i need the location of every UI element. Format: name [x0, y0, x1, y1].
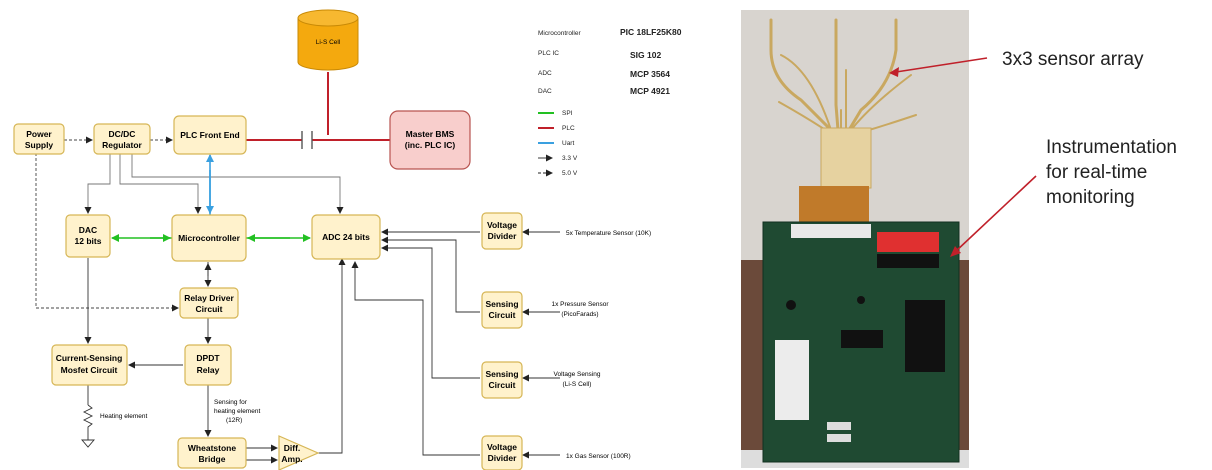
flex-connector-ribbon: [799, 186, 869, 226]
wire-sc2-adc: [382, 248, 480, 378]
legend-part-label: Microcontroller: [538, 30, 581, 37]
sensing-heating-label-3: (12R): [226, 417, 242, 424]
legend-part-label: ADC: [538, 70, 552, 77]
li-s-cell: Li-S Cell: [298, 10, 358, 70]
dcdc-regulator-block: DC/DC Regulator: [94, 124, 150, 154]
master-bms-block: Master BMS (inc. PLC IC): [390, 111, 470, 169]
svg-text:Wheatstone: Wheatstone: [188, 443, 236, 453]
svg-text:Power: Power: [26, 129, 52, 139]
wire-dcdc-adc: [132, 153, 340, 213]
dac-block: DAC 12 bits: [66, 215, 110, 257]
svg-text:Circuit: Circuit: [489, 380, 516, 390]
fpc-connector: [791, 224, 871, 238]
gas-sensor-label: 1x Gas Sensor (100R): [566, 453, 631, 460]
svg-text:ADC 24 bits: ADC 24 bits: [322, 232, 370, 242]
pressure-sensor-unit: (PicoFarads): [561, 311, 598, 318]
ground-symbol: [82, 440, 94, 447]
svg-text:DAC: DAC: [79, 225, 97, 235]
legend-line-label: 3.3 V: [562, 155, 578, 162]
svg-text:DC/DC: DC/DC: [109, 129, 136, 139]
svg-text:Divider: Divider: [488, 231, 518, 241]
dpdt-relay-block: DPDT Relay: [185, 345, 231, 385]
microcontroller-block: Microcontroller: [172, 215, 246, 261]
svg-text:(inc. PLC IC): (inc. PLC IC): [405, 140, 456, 150]
black-header: [877, 254, 939, 268]
relay-driver-block: Relay Driver Circuit: [180, 288, 238, 318]
li-s-cell-label: Li-S Cell: [316, 39, 341, 46]
svg-text:Current-Sensing: Current-Sensing: [56, 353, 123, 363]
temp-sensor-label: 5x Temperature Sensor (10K): [566, 230, 651, 237]
svg-text:Bridge: Bridge: [199, 454, 226, 464]
legend-part-value: MCP 3564: [630, 69, 670, 79]
legend-line-label: PLC: [562, 125, 575, 132]
legend-part-label: PLC IC: [538, 50, 559, 57]
voltage-divider-2-block: Voltage Divider: [482, 436, 522, 470]
svg-text:Relay: Relay: [197, 365, 220, 375]
legend: Microcontroller PIC 18LF25K80 PLC IC SIG…: [538, 27, 682, 177]
svg-text:Mosfet Circuit: Mosfet Circuit: [61, 365, 118, 375]
callout-sensor-array: 3x3 sensor array: [1002, 48, 1144, 72]
pressure-sensor-label: 1x Pressure Sensor: [551, 301, 609, 308]
svg-text:Amp.: Amp.: [281, 454, 302, 464]
svg-text:DPDT: DPDT: [196, 353, 220, 363]
svg-text:Sensing: Sensing: [485, 299, 518, 309]
wheatstone-bridge-block: Wheatstone Bridge: [178, 438, 246, 468]
callout-instrumentation-1: Instrumentation: [1046, 136, 1177, 160]
svg-text:Circuit: Circuit: [489, 310, 516, 320]
svg-text:Divider: Divider: [488, 453, 518, 463]
legend-line-label: 5.0 V: [562, 170, 578, 177]
voltage-sensing-target: (Li-S Cell): [563, 381, 592, 388]
power-supply-block: Power Supply: [14, 124, 64, 154]
heating-element-label: Heating element: [100, 413, 148, 420]
sensing-circuit-1-block: Sensing Circuit: [482, 292, 522, 328]
adc-block: ADC 24 bits: [312, 215, 380, 259]
svg-text:Regulator: Regulator: [102, 140, 142, 150]
sensing-heating-label-2: heating element: [214, 408, 260, 415]
svg-text:Master BMS: Master BMS: [406, 129, 455, 139]
wire-dcdc-dac: [88, 153, 110, 213]
svg-text:Voltage: Voltage: [487, 442, 517, 452]
legend-part-label: DAC: [538, 88, 552, 95]
svg-text:Circuit: Circuit: [196, 304, 223, 314]
svg-text:Relay Driver: Relay Driver: [184, 293, 234, 303]
block-diagram: Li-S Cell Power Supply DC/DC Regulator P…: [0, 0, 735, 470]
plc-front-end-block: PLC Front End: [174, 116, 246, 154]
pin-header: [775, 340, 809, 420]
current-sensing-block: Current-Sensing Mosfet Circuit: [52, 345, 127, 385]
sensing-circuit-2-block: Sensing Circuit: [482, 362, 522, 398]
voltage-sensing-label: Voltage Sensing: [554, 371, 601, 378]
component-2: [857, 296, 865, 304]
svg-text:Sensing: Sensing: [485, 369, 518, 379]
svg-text:12 bits: 12 bits: [75, 236, 102, 246]
callout-instrumentation-3: monitoring: [1046, 186, 1135, 210]
component-1: [786, 300, 796, 310]
wire-vd2-adc: [355, 262, 480, 455]
sensing-heating-label-1: Sensing for: [214, 399, 248, 406]
flex-tail: [821, 128, 871, 188]
fuse-2: [827, 434, 851, 442]
sensor-board-photo: [741, 10, 969, 468]
red-header: [877, 232, 939, 252]
wire-sc1-adc: [382, 240, 480, 312]
legend-part-value: MCP 4921: [630, 86, 670, 96]
svg-text:Supply: Supply: [25, 140, 54, 150]
legend-part-value: SIG 102: [630, 50, 661, 60]
voltage-divider-1-block: Voltage Divider: [482, 213, 522, 249]
relay-component: [905, 300, 945, 372]
heater-resistor: [84, 405, 92, 440]
legend-part-value: PIC 18LF25K80: [620, 27, 682, 37]
svg-text:PLC Front End: PLC Front End: [180, 130, 240, 140]
legend-line-label: SPI: [562, 110, 573, 117]
svg-text:Voltage: Voltage: [487, 220, 517, 230]
wire-amp-adc: [318, 259, 342, 453]
diff-amp-block: Diff. Amp.: [279, 436, 318, 470]
sensor-board-illustration: [741, 10, 969, 468]
svg-text:Microcontroller: Microcontroller: [178, 233, 241, 243]
callout-instrumentation-2: for real-time: [1046, 161, 1147, 185]
ic-chip: [841, 330, 883, 348]
fuse-1: [827, 422, 851, 430]
legend-line-label: Uart: [562, 140, 574, 147]
svg-text:Diff.: Diff.: [284, 443, 301, 453]
